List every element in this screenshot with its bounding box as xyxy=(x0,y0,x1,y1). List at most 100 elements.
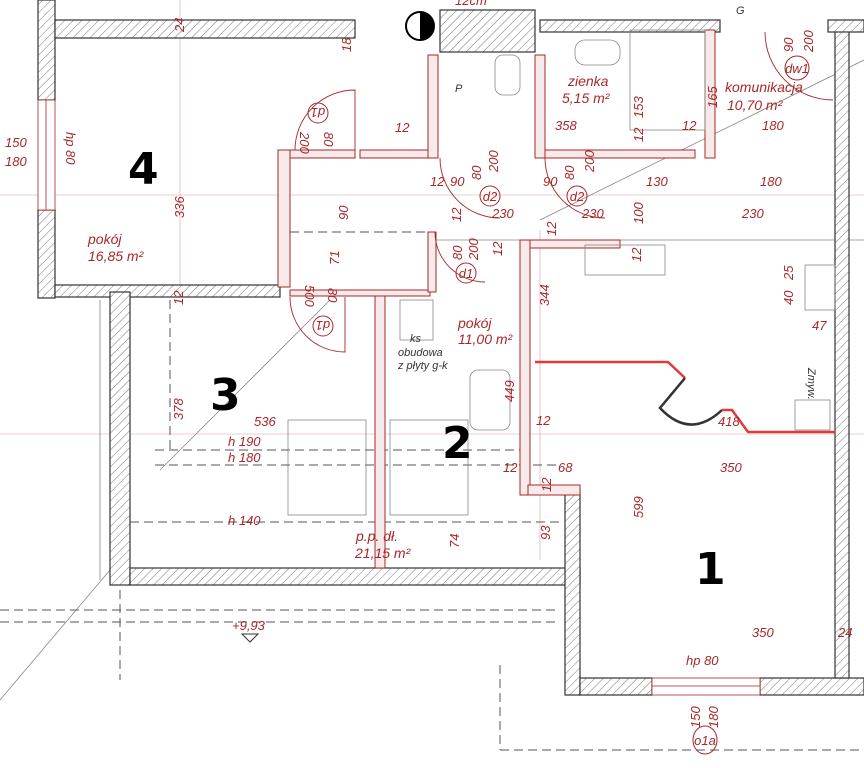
dim: 47 xyxy=(812,318,827,333)
dim: hp 80 xyxy=(686,653,719,668)
note-gas: G xyxy=(736,5,745,17)
dim: 90 xyxy=(450,174,465,189)
dim: 180 xyxy=(706,706,721,728)
dim: 599 xyxy=(631,496,646,518)
dim: 180 xyxy=(760,174,782,189)
dim: 378 xyxy=(171,398,186,420)
dim: 344 xyxy=(537,284,552,306)
doors xyxy=(289,31,834,353)
cut-line xyxy=(535,360,686,379)
attic-area: 21,15 m² xyxy=(354,545,412,561)
dim: 200 xyxy=(297,131,312,154)
dim: 200 xyxy=(582,150,597,173)
dim: 200 xyxy=(486,150,501,173)
room-number-3: 3 xyxy=(210,370,241,421)
dim: 418 xyxy=(718,414,740,429)
tag-d2-a: d2 xyxy=(483,189,498,204)
dim: 90 xyxy=(781,37,796,52)
dim: 93 xyxy=(538,525,553,540)
room-number-4: 4 xyxy=(128,144,159,195)
fixtures xyxy=(287,11,836,516)
dim: 358 xyxy=(555,118,577,133)
dim: 24 xyxy=(172,18,187,33)
dim: hp 80 xyxy=(63,132,78,165)
height-180: h 180 xyxy=(228,450,261,465)
dim: 500 xyxy=(302,285,317,307)
dim: 80 xyxy=(450,245,465,260)
tag-dw1: dw1 xyxy=(785,61,809,76)
bathroom-area: 5,15 m² xyxy=(562,90,611,106)
dim: 12 xyxy=(395,120,410,135)
dim: 165 xyxy=(705,86,720,108)
tag-d1-b: d1 xyxy=(316,318,330,333)
room4-name: pokój xyxy=(87,231,122,247)
note-top-cut: 12cm xyxy=(455,0,487,8)
hall-area: 10,70 m² xyxy=(727,97,784,113)
note-p: P xyxy=(455,83,463,95)
dim: 336 xyxy=(172,196,187,218)
note-casing-2: z płyty g-k xyxy=(397,360,448,372)
door-tags: d1 d1 d1 d2 d2 dw1 o1a xyxy=(307,55,810,755)
dim: 80 xyxy=(469,165,484,180)
dim: 150 xyxy=(688,706,703,728)
dim: 71 xyxy=(327,251,342,265)
tag-d1-a: d1 xyxy=(311,105,325,120)
room-number-2: 2 xyxy=(442,418,473,469)
dim: 150 xyxy=(5,135,27,150)
dim: 25 xyxy=(781,265,796,281)
dim: 350 xyxy=(752,625,774,640)
interior-walls xyxy=(277,29,716,569)
dim: 74 xyxy=(447,534,462,548)
dim: 180 xyxy=(762,118,784,133)
dim: 90 xyxy=(543,174,558,189)
dim: 80 xyxy=(325,288,340,303)
tag-d2-b: d2 xyxy=(570,189,585,204)
elevation-mark: +9,93 xyxy=(232,618,266,633)
dim: 68 xyxy=(558,460,573,475)
dim: 12 xyxy=(631,127,646,142)
dim: 90 xyxy=(336,205,351,220)
note-ks: ks xyxy=(410,333,422,345)
tag-o1a: o1a xyxy=(694,733,716,748)
note-dishwasher: Zmyw. xyxy=(805,367,817,400)
axis-lines xyxy=(0,0,864,751)
room4-area: 16,85 m² xyxy=(88,248,145,264)
outer-walls xyxy=(37,0,864,696)
dim: 12 xyxy=(449,207,464,222)
dim: 12 xyxy=(544,221,559,236)
dim: 153 xyxy=(631,96,646,118)
windows xyxy=(37,99,761,696)
dim: 180 xyxy=(5,154,27,169)
dimension-labels: 24 18 336 hp 80 150 180 200 80 90 71 12 … xyxy=(5,18,852,728)
dim: 80 xyxy=(321,132,336,147)
dim: 12 xyxy=(539,477,554,492)
note-casing-1: obudowa xyxy=(398,347,443,359)
dim: 200 xyxy=(801,30,816,53)
dim: 230 xyxy=(491,206,514,221)
attic-name: p.p. dł. xyxy=(355,528,398,544)
dim: 130 xyxy=(646,174,668,189)
hall-name: komunikacja xyxy=(725,79,803,95)
dim: 12 xyxy=(503,460,518,475)
dim: 18 xyxy=(339,37,354,52)
dim: 200 xyxy=(466,238,481,261)
room-number-1: 1 xyxy=(695,544,726,595)
dim: 12 xyxy=(490,241,505,256)
dim: 100 xyxy=(631,202,646,224)
height-140: h 140 xyxy=(228,513,261,528)
tag-d1-c: d1 xyxy=(459,266,473,281)
dim: 12 xyxy=(536,413,551,428)
dim: 40 xyxy=(781,290,796,305)
room2-area: 11,00 m² xyxy=(458,331,514,347)
dim: 12 xyxy=(171,290,186,305)
dim: 230 xyxy=(741,206,764,221)
dim: 536 xyxy=(254,414,276,429)
dim: 449 xyxy=(502,380,517,402)
room2-name: pokój xyxy=(457,315,492,331)
dim: 80 xyxy=(562,165,577,180)
dim: 12 xyxy=(629,247,644,262)
height-190: h 190 xyxy=(228,434,261,449)
dim: 24 xyxy=(837,625,852,640)
dim: 12 xyxy=(430,174,445,189)
